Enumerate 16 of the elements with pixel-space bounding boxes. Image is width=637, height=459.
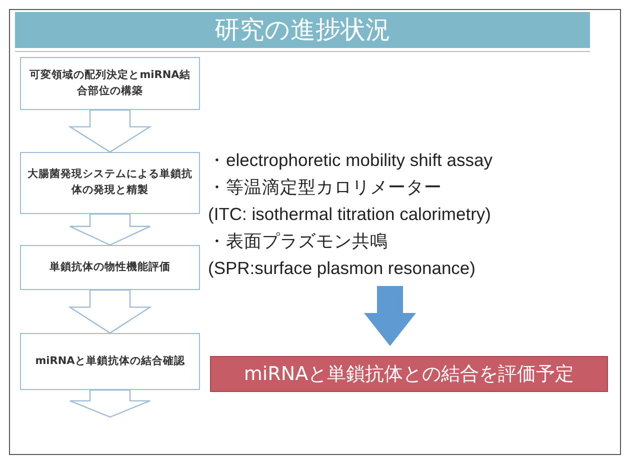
- list-item-text: ・表面プラズモン共鳴: [208, 230, 388, 252]
- chevron-arrow: [68, 289, 152, 334]
- process-box: 大腸菌発現システムによる単鎖抗体の発現と精製: [20, 152, 200, 214]
- list-item-text: (SPR:surface plasmon resonance): [208, 256, 476, 280]
- result-box: miRNAと単鎖抗体との結合を評価予定: [210, 356, 608, 392]
- title-banner: 研究の進捗状況: [15, 12, 590, 48]
- list-item-text: (ITC: isothermal titration calorimetry): [208, 202, 491, 226]
- process-box: 単鎖抗体の物性機能評価: [20, 245, 200, 290]
- chevron-arrow: [69, 213, 151, 246]
- process-box: 可変領域の配列決定とmiRNA結合部位の構築: [20, 57, 200, 110]
- list-item-text: ・等温滴定型カロリメーター: [208, 176, 442, 198]
- list-item-text: ・electrophoretic mobility shift assay: [208, 148, 492, 172]
- process-box: miRNAと単鎖抗体の結合確認: [20, 333, 200, 390]
- chevron-arrow: [69, 389, 151, 418]
- block-arrow: [364, 286, 416, 346]
- chevron-arrow: [68, 109, 152, 153]
